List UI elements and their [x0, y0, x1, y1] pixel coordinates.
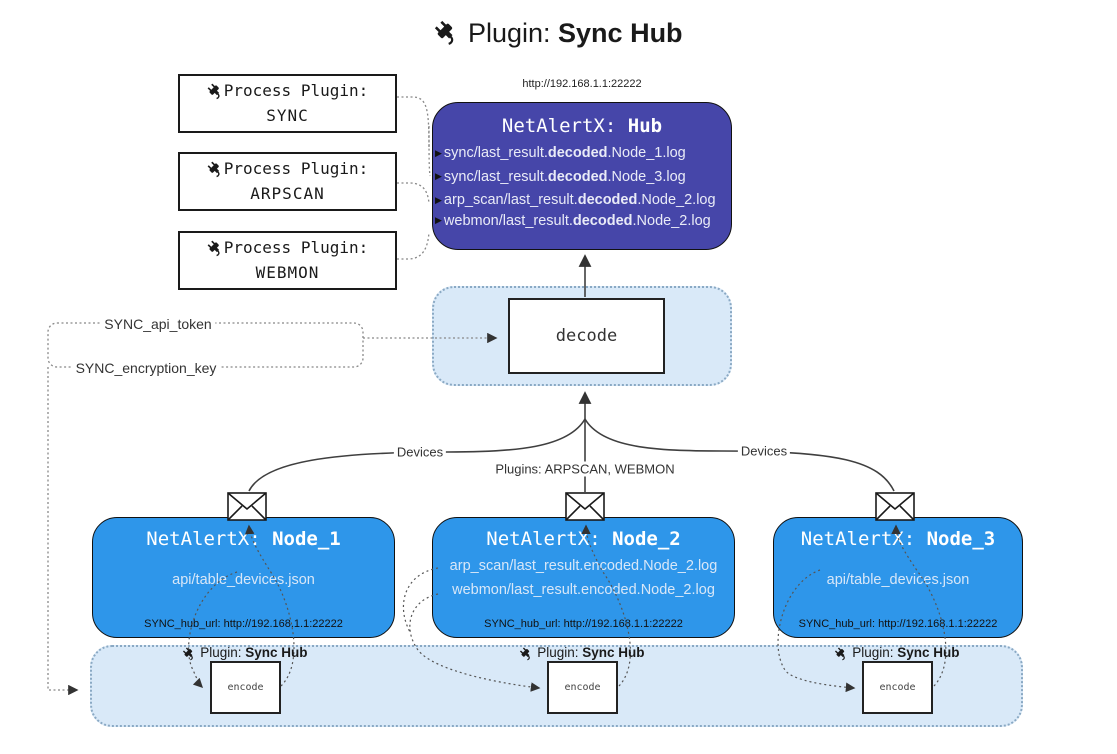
process-plugin-box-sync[interactable]: Process Plugin: SYNC [178, 74, 397, 133]
encode-box[interactable]: encode [547, 661, 618, 714]
plug-icon [182, 647, 196, 661]
node-2-box[interactable]: NetAlertX: Node_2 arp_scan/last_result.e… [432, 517, 735, 638]
encode-plugin-label: Plugin: Sync Hub [834, 645, 960, 661]
arrow-right-icon: ▶ [435, 194, 442, 205]
edge-keys-to-encode-container [47, 367, 79, 696]
edge-label-devices-left: Devices [393, 444, 447, 460]
encode-plugin-label: Plugin: Sync Hub [182, 645, 308, 661]
decode-box[interactable]: decode [508, 298, 665, 374]
process-plugin-label: Process Plugin: [180, 236, 395, 261]
page-title-name: Sync Hub [558, 18, 683, 48]
node-file-line: api/table_devices.json [172, 572, 315, 588]
hub-url-label: http://192.168.1.1:22222 [522, 78, 642, 90]
plug-icon [519, 647, 533, 661]
node-file-line: arp_scan/last_result.encoded.Node_2.log [449, 558, 718, 574]
hub-log-line: ▶ sync/last_result.decoded.Node_3.log [435, 168, 686, 185]
process-plugin-label: Process Plugin: [180, 157, 395, 182]
node-title: NetAlertX: Node_2 [486, 528, 681, 550]
process-plugin-name: SYNC [266, 105, 309, 125]
envelope-icons [227, 492, 915, 521]
hub-log-line: ▶ arp_scan/last_result.decoded.Node_2.lo… [435, 192, 716, 208]
edge-label-plugins: Plugins: ARPSCAN, WEBMON [492, 461, 678, 477]
edge-sync-to-line1 [397, 96, 430, 149]
node-title: NetAlertX: Node_3 [800, 528, 996, 550]
edge-sync-to-line2 [428, 125, 431, 177]
node-hub-url: SYNC_hub_url: http://192.168.1.1:22222 [798, 618, 998, 630]
process-plugin-name: ARPSCAN [250, 183, 325, 203]
edge-label-devices-right: Devices [737, 443, 791, 459]
encode-plugin-label: Plugin: Sync Hub [519, 645, 645, 661]
envelope-icon [565, 492, 605, 521]
edge-arpscan-to-line3 [397, 182, 430, 204]
node-1-box[interactable]: NetAlertX: Node_1 api/table_devices.json… [92, 517, 395, 638]
edge-webmon-to-line4 [397, 231, 430, 260]
plug-icon [207, 83, 224, 100]
hub-log-line: ▶ sync/last_result.decoded.Node_1.log [435, 145, 686, 161]
plug-icon [434, 20, 460, 46]
process-plugin-label: Process Plugin: [180, 79, 395, 104]
process-plugin-box-webmon[interactable]: Process Plugin: WEBMON [178, 231, 397, 290]
hub-box[interactable]: NetAlertX: Hub ▶ sync/last_result.decode… [432, 102, 732, 250]
arrow-right-icon: ▶ [435, 171, 442, 182]
node-hub-url: SYNC_hub_url: http://192.168.1.1:22222 [484, 618, 683, 630]
process-plugin-name: WEBMON [255, 262, 320, 282]
hub-log-line: ▶ webmon/last_result.decoded.Node_2.log [435, 212, 711, 229]
encode-box[interactable]: encode [862, 661, 933, 714]
plug-icon [834, 647, 848, 661]
process-plugin-box-arpscan[interactable]: Process Plugin: ARPSCAN [178, 152, 397, 211]
plugin-connectors [397, 96, 431, 260]
envelope-icon [875, 492, 915, 521]
sync-api-token-label: SYNC_api_token [100, 316, 216, 332]
node-3-box[interactable]: NetAlertX: Node_3 api/table_devices.json… [773, 517, 1023, 638]
node-file-line: webmon/last_result.encoded.Node_2.log [452, 582, 715, 598]
envelope-icon [227, 492, 267, 521]
arrow-right-icon: ▶ [435, 147, 442, 158]
encode-box[interactable]: encode [210, 661, 281, 714]
plug-icon [207, 240, 224, 257]
arrow-right-icon: ▶ [435, 215, 442, 226]
page-title: Plugin: Sync Hub [0, 18, 1117, 49]
sync-encryption-key-label: SYNC_encryption_key [71, 360, 221, 376]
hub-title: NetAlertX: Hub [501, 115, 663, 137]
node-file-line: api/table_devices.json [826, 572, 970, 588]
node-title: NetAlertX: Node_1 [146, 528, 341, 550]
page-title-prefix: Plugin: [467, 18, 551, 48]
node-hub-url: SYNC_hub_url: http://192.168.1.1:22222 [144, 618, 343, 630]
plug-icon [207, 161, 224, 178]
